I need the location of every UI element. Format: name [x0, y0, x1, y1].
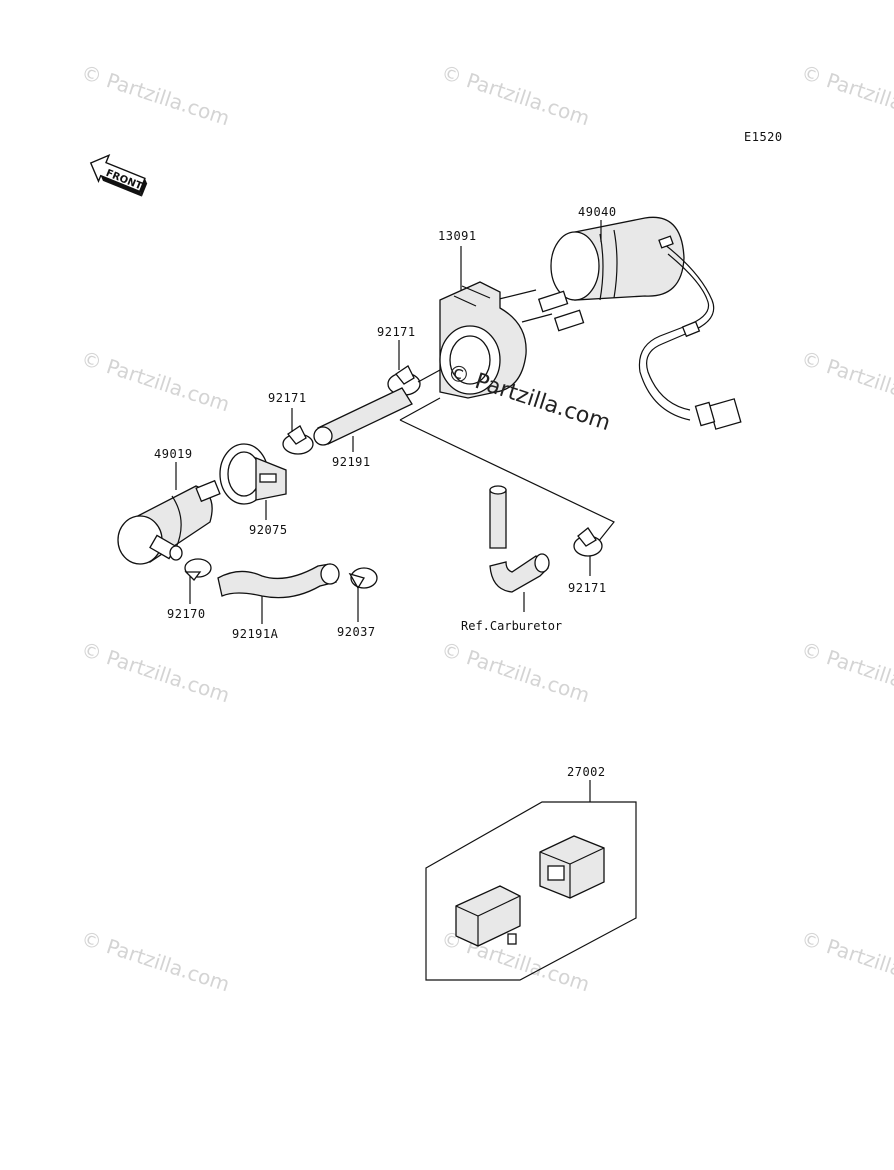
leader-92171-a-link [417, 369, 441, 383]
part-label-92171-c: 92171 [568, 581, 607, 595]
watermark: © Partzilla.com [78, 60, 232, 131]
carburetor-hoses [489, 485, 550, 593]
part-label-49019: 49019 [154, 447, 193, 461]
part-label-13091: 13091 [438, 229, 477, 243]
ref-carburetor-note: Ref.Carburetor [461, 619, 562, 633]
watermark: © Partzilla.com [78, 926, 232, 997]
watermark: © Partzilla.com [438, 60, 592, 131]
part-label-92170: 92170 [167, 607, 206, 621]
watermark: © Partzilla.com [78, 346, 232, 417]
hose-92191A [217, 563, 340, 599]
carburetor-guide-line [399, 397, 441, 421]
holder-92075 [219, 443, 287, 505]
part-label-92171-b: 92171 [268, 391, 307, 405]
fuel-pump-49040 [494, 216, 742, 430]
watermark: © Partzilla.com [798, 346, 894, 417]
part-label-92191: 92191 [332, 455, 371, 469]
part-label-27002: 27002 [567, 765, 606, 779]
watermark: © Partzilla.com [798, 637, 894, 708]
watermark: © Partzilla.com [798, 926, 894, 997]
kit-27002 [425, 801, 637, 981]
part-label-49040: 49040 [578, 205, 617, 219]
watermark: © Partzilla.com [78, 637, 232, 708]
clamp-92170 [184, 558, 212, 581]
watermark: © Partzilla.com [798, 60, 894, 131]
diagram-code: E1520 [744, 130, 783, 144]
part-label-92191A: 92191A [232, 627, 279, 641]
fuel-filter-49019 [117, 479, 221, 565]
part-label-92171-a: 92171 [377, 325, 416, 339]
hose-92191 [313, 387, 413, 446]
clamp-92037 [348, 567, 378, 590]
part-label-92075: 92075 [249, 523, 288, 537]
part-label-92037: 92037 [337, 625, 376, 639]
clamp-92171-b [282, 425, 314, 455]
watermark: © Partzilla.com [438, 637, 592, 708]
bracket-13091 [439, 281, 527, 399]
front-arrow-icon: FRONT [89, 153, 148, 197]
clamp-92171-c [573, 527, 603, 557]
